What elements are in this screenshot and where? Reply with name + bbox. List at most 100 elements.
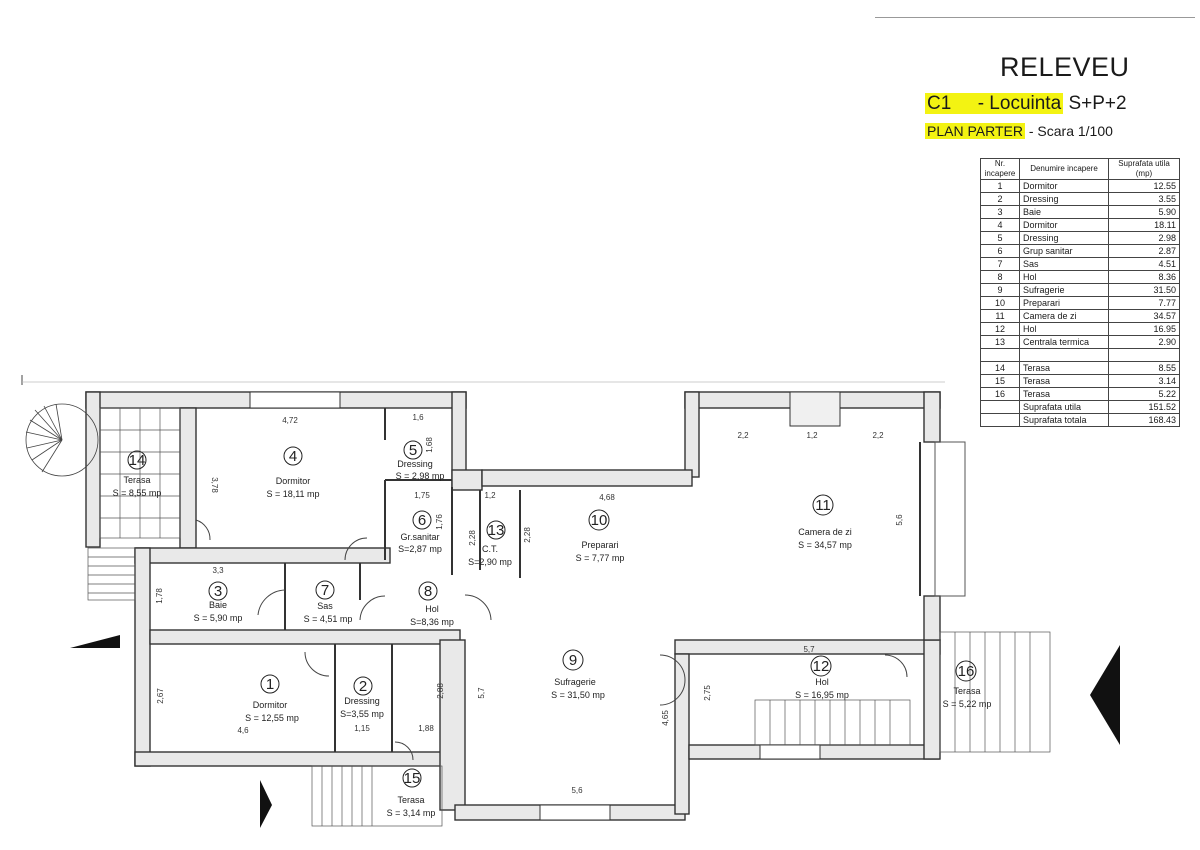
dim-33: 3,3 — [212, 566, 224, 575]
room-3-number: 3 — [214, 583, 222, 600]
stairs-and-terraces — [25, 403, 1051, 827]
dim-115: 1,15 — [354, 724, 370, 733]
plan-line: PLAN PARTER - Scara 1/100 — [925, 123, 1113, 139]
room-3-area: S = 5,90 mp — [194, 613, 243, 623]
room-15-name: Terasa — [397, 795, 424, 805]
dim-22b: 2,2 — [872, 431, 884, 440]
terrace-14-grid — [99, 407, 181, 539]
window-12 — [759, 744, 821, 760]
room-12-name: Hol — [815, 677, 829, 687]
room-7-number: 7 — [321, 582, 329, 599]
wall-9-left — [439, 639, 466, 811]
terrace-15-steps — [311, 765, 443, 827]
dim-472: 4,72 — [282, 416, 298, 425]
room-16-name: Terasa — [953, 686, 980, 696]
room-4-marker — [283, 446, 303, 466]
window-4 — [249, 391, 341, 409]
plan-scale: - Scara 1/100 — [1028, 123, 1113, 139]
plan-name: PLAN PARTER — [925, 123, 1025, 139]
wall-left-lower — [134, 547, 151, 767]
room-14-marker — [127, 450, 147, 470]
room-labels: 14 Terasa S = 8,55 mp 4 Dormitor S = 18,… — [113, 440, 991, 818]
dim-228a: 2,28 — [468, 530, 477, 546]
room-9-number: 9 — [569, 652, 577, 669]
terrace-16-steps — [939, 631, 1051, 753]
dimension-labels: 4,72 1,6 3,78 1,68 1,75 1,2 4,68 1,76 2,… — [155, 413, 904, 795]
arrow-bottom — [260, 780, 272, 828]
room-4-area: S = 18,11 mp — [266, 489, 319, 499]
room-16-number: 16 — [958, 663, 975, 680]
room-5-area: S = 2,98 mp — [396, 471, 445, 481]
room-10-marker — [588, 509, 610, 531]
room-legend-table: Nr. incapere Denumire incapere Suprafata… — [980, 158, 1180, 427]
room-1-area: S = 12,55 mp — [245, 713, 299, 723]
room-6-number: 6 — [418, 512, 426, 529]
window-9 — [539, 804, 611, 821]
wall-11-right-bottom — [923, 595, 941, 641]
door-sas-1 — [304, 651, 330, 677]
dim-188: 1,88 — [418, 724, 434, 733]
room-13-name: C.T. — [482, 544, 498, 554]
room-9-marker — [562, 649, 584, 671]
dim-16: 1,6 — [412, 413, 424, 422]
room-2-number: 2 — [359, 678, 367, 695]
dim-168: 1,68 — [425, 437, 434, 453]
room-14-area: S = 8,55 mp — [113, 488, 162, 498]
room-2-marker — [353, 676, 373, 696]
room-2-area: S=3,55 mp — [340, 709, 384, 719]
door-sas-8 — [359, 595, 386, 621]
building-desc: - Locuinta — [977, 93, 1062, 114]
dim-12b: 1,2 — [806, 431, 818, 440]
room-4-number: 4 — [289, 448, 297, 465]
wall-band-3-1 — [149, 629, 461, 645]
room-11-area: S = 34,57 mp — [798, 540, 852, 550]
room-1-number: 1 — [266, 676, 274, 693]
wall-11-left — [684, 391, 700, 478]
dim-57b: 5,7 — [803, 645, 815, 654]
dim-178: 1,78 — [155, 588, 164, 604]
dim-56a: 5,6 — [895, 514, 904, 526]
door-14-4 — [195, 519, 211, 541]
room-10-name: Preparari — [581, 540, 618, 550]
room-1-name: Dormitor — [253, 700, 288, 710]
page-title: RELEVEU — [1000, 52, 1130, 82]
room-15-area: S = 3,14 mp — [387, 808, 436, 818]
wall-11-right-top — [923, 391, 941, 443]
room-7-marker — [315, 580, 335, 600]
door-9-12b — [659, 679, 686, 706]
wall-top-10 — [481, 469, 693, 487]
door-3-sas — [257, 589, 286, 616]
dim-56b: 5,6 — [571, 786, 583, 795]
entrance-arrows — [70, 635, 1120, 828]
room-8-name: Hol — [425, 604, 439, 614]
room-6-area: S=2,87 mp — [398, 544, 442, 554]
dim-275: 2,75 — [703, 685, 712, 701]
dim-288: 2,88 — [436, 683, 445, 699]
door-12-16 — [884, 654, 908, 678]
room-11-marker — [812, 494, 834, 516]
stair-12 — [754, 699, 911, 746]
room-2-name: Dressing — [344, 696, 380, 706]
door-8-15 — [394, 741, 414, 761]
room-15-number: 15 — [404, 770, 421, 787]
room-13-marker — [486, 520, 506, 540]
legend-spacer-row — [980, 348, 1180, 362]
spiral-outline — [25, 403, 99, 477]
room-13-number: 13 — [488, 522, 505, 539]
room-8-area: S=8,36 mp — [410, 617, 454, 627]
room-5-number: 5 — [409, 442, 417, 459]
room-9-name: Sufragerie — [554, 677, 596, 687]
